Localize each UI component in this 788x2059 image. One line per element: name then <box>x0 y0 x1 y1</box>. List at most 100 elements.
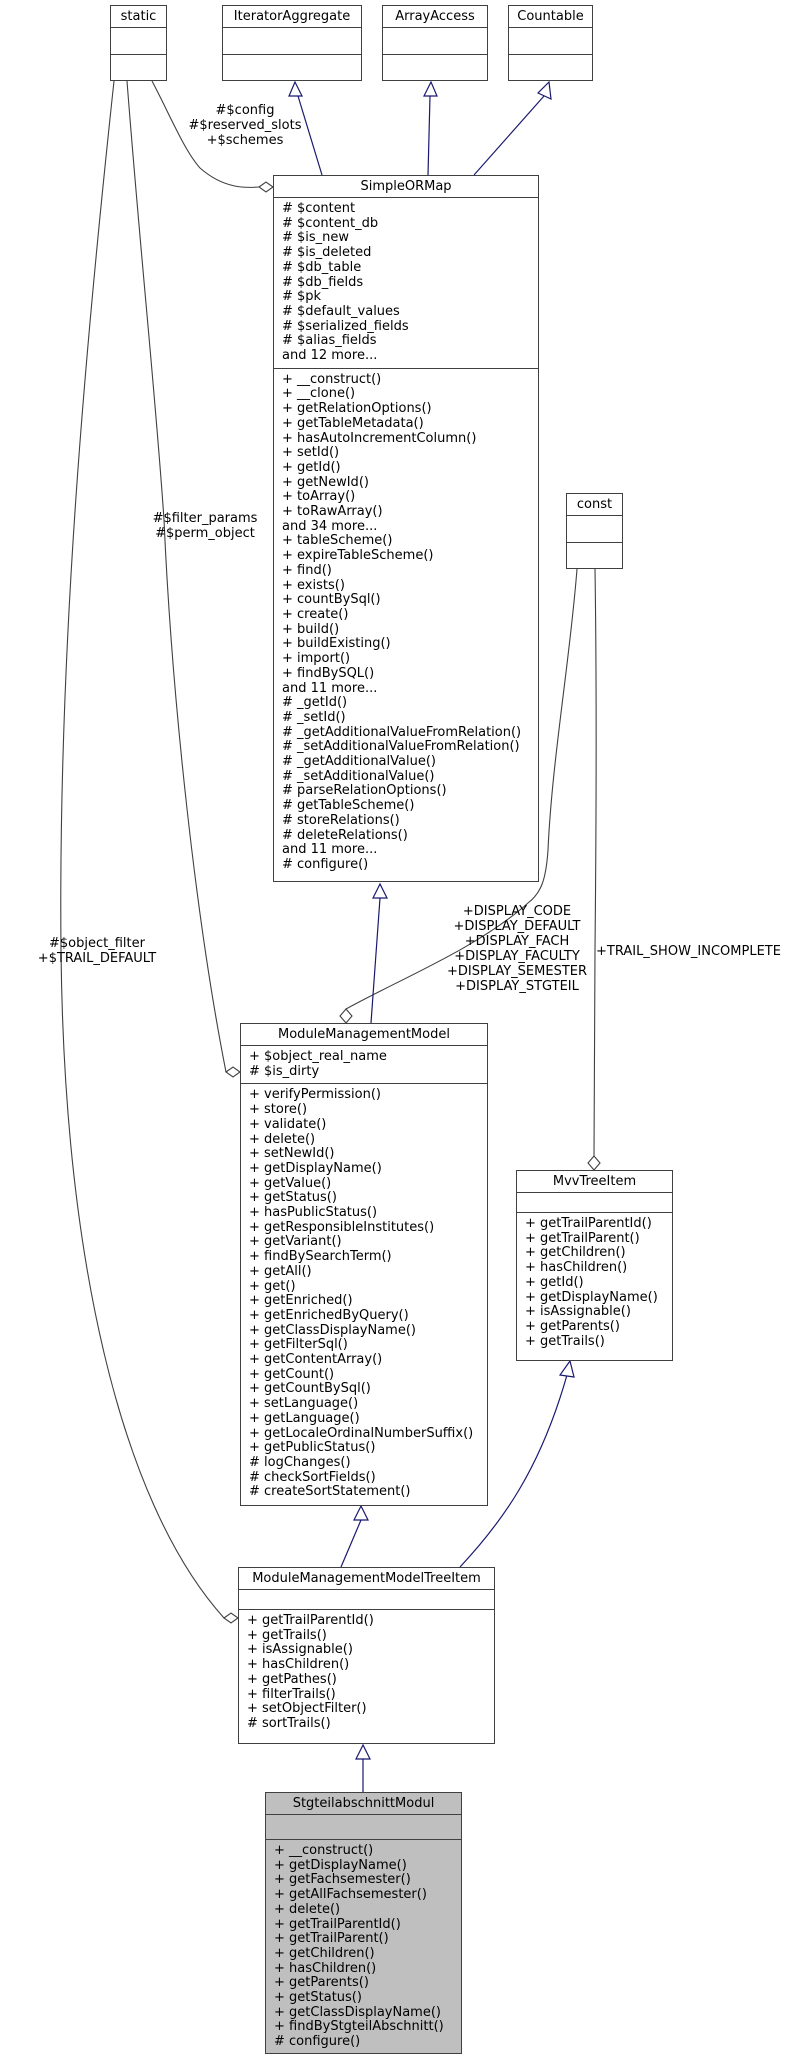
method-row: # parseRelationOptions() <box>282 783 447 799</box>
method-row: + getClassDisplayName() <box>274 2004 441 2020</box>
method-row: # _setAdditionalValueFromRelation() <box>282 739 520 755</box>
methods-compartment: + getTrailParentId()+ getTrailParent()+ … <box>517 1213 672 1360</box>
method-row: and 11 more... <box>282 842 378 858</box>
methods-compartment: + __construct()+ getDisplayName()+ getFa… <box>266 1840 461 2053</box>
edge-label-line: #$config <box>215 103 275 118</box>
attributes-compartment <box>509 28 592 55</box>
method-row: + getEnrichedByQuery() <box>249 1307 409 1323</box>
edge-aggregation-static-mmm <box>126 80 227 1073</box>
edge-label-line: #$reserved_slots <box>188 118 302 133</box>
method-row: + getStatus() <box>249 1190 337 1206</box>
arrow-mvvtreeitem <box>558 1359 575 1378</box>
method-row: + getVariant() <box>249 1234 342 1250</box>
method-row: + import() <box>282 651 351 667</box>
class-node-modulemanagementmodel[interactable]: ModuleManagementModel + $object_real_nam… <box>240 1023 488 1506</box>
class-title: ArrayAccess <box>383 6 487 28</box>
method-row: + getParents() <box>274 1975 369 1991</box>
attributes-compartment <box>517 1193 672 1213</box>
diamond-mmm-display-consts <box>339 1008 353 1024</box>
diamond-mmmti-object-filter <box>223 1612 239 1624</box>
method-row: + setLanguage() <box>249 1396 359 1412</box>
method-row: + buildExisting() <box>282 636 391 652</box>
methods-compartment: + verifyPermission()+ store()+ validate(… <box>241 1084 487 1505</box>
class-node-countable[interactable]: Countable <box>508 5 593 81</box>
method-row: + hasChildren() <box>247 1657 350 1673</box>
method-row: # _setAdditionalValue() <box>282 768 435 784</box>
method-row: + setObjectFilter() <box>247 1701 367 1717</box>
method-row: + getLanguage() <box>249 1410 360 1426</box>
method-row: + countBySql() <box>282 592 381 608</box>
diamond-simpleormap-config <box>258 181 274 193</box>
attributes-compartment <box>223 28 361 55</box>
class-node-stgteilabschnittmodul[interactable]: StgteilabschnittModul + __construct()+ g… <box>265 1792 462 2054</box>
method-row: + build() <box>282 621 340 637</box>
method-row: + getResponsibleInstitutes() <box>249 1219 435 1235</box>
class-node-arrayaccess[interactable]: ArrayAccess <box>382 5 488 81</box>
edge-label-line: +DISPLAY_FACH <box>464 934 570 949</box>
method-row: # sortTrails() <box>247 1715 331 1731</box>
class-node-static[interactable]: static <box>110 5 167 81</box>
method-row: + getCount() <box>249 1366 335 1382</box>
method-row: + getClassDisplayName() <box>249 1322 416 1338</box>
edge-label-line: +DISPLAY_DEFAULT <box>453 919 581 934</box>
method-row: + getTrails() <box>525 1333 605 1349</box>
edge-aggregation-const-mmm <box>345 568 578 1010</box>
method-row: + hasPublicStatus() <box>249 1205 378 1221</box>
edge-label-line: +TRAIL_SHOW_INCOMPLETE <box>596 944 781 959</box>
method-row: + getTrailParentId() <box>274 1916 401 1932</box>
attribute-row: # $alias_fields <box>282 333 377 349</box>
attributes-compartment: + $object_real_name# $is_dirty <box>241 1046 487 1085</box>
method-row: + exists() <box>282 577 345 593</box>
method-row: + getDisplayName() <box>525 1289 658 1305</box>
methods-compartment <box>223 55 361 81</box>
class-node-simpleormap[interactable]: SimpleORMap # $content# $content_db# $is… <box>273 175 539 882</box>
method-row: + toArray() <box>282 489 356 505</box>
edge-inherit-mmm-simpleormap <box>370 897 381 1024</box>
class-title: ModuleManagementModel <box>241 1024 487 1046</box>
method-row: + getId() <box>525 1274 584 1290</box>
method-row: + getPathes() <box>247 1671 337 1687</box>
attributes-compartment <box>383 28 487 55</box>
method-row: + getPublicStatus() <box>249 1440 376 1456</box>
class-title: ModuleManagementModelTreeItem <box>239 1568 494 1590</box>
method-row: + create() <box>282 606 349 622</box>
method-row: + delete() <box>274 1901 341 1917</box>
arrow-mmm <box>353 1504 369 1521</box>
method-row: # _getId() <box>282 695 348 711</box>
arrow-countable <box>536 80 552 100</box>
method-row: + getLocaleOrdinalNumberSuffix() <box>249 1425 474 1441</box>
methods-compartment <box>383 55 487 81</box>
class-node-modulemanagementmodeltreeitem[interactable]: ModuleManagementModelTreeItem + getTrail… <box>238 1567 495 1744</box>
method-row: + getDisplayName() <box>249 1160 382 1176</box>
attribute-row: # $is_new <box>282 230 350 246</box>
class-node-iteratoraggregate[interactable]: IteratorAggregate <box>222 5 362 81</box>
method-row: + __construct() <box>282 371 382 387</box>
method-row: + getCountBySql() <box>249 1381 371 1397</box>
attribute-row: and 12 more... <box>282 348 378 364</box>
method-row: + find() <box>282 562 332 578</box>
attribute-row: # $pk <box>282 289 322 305</box>
method-row: + getNewId() <box>282 474 369 490</box>
attributes-compartment: # $content# $content_db# $is_new# $is_de… <box>274 198 538 369</box>
method-row: + getChildren() <box>525 1245 626 1261</box>
arrow-simpleormap <box>372 882 388 899</box>
diamond-mmm-filter-params <box>225 1066 241 1078</box>
method-row: # deleteRelations() <box>282 827 408 843</box>
method-row: + getTrails() <box>247 1627 327 1643</box>
class-node-const[interactable]: const <box>566 493 623 569</box>
method-row: # getTableScheme() <box>282 798 415 814</box>
edge-aggregation-static-mmmti <box>60 80 225 1619</box>
attributes-compartment <box>239 1590 494 1610</box>
method-row: + getChildren() <box>274 1945 375 1961</box>
methods-compartment <box>567 543 622 569</box>
methods-compartment <box>111 55 166 81</box>
method-row: + isAssignable() <box>247 1642 353 1658</box>
method-row: + tableScheme() <box>282 533 393 549</box>
method-row: + __clone() <box>282 386 356 402</box>
method-row: + toRawArray() <box>282 504 383 520</box>
method-row: + delete() <box>249 1131 316 1147</box>
class-node-mvvtreeitem[interactable]: MvvTreeItem + getTrailParentId()+ getTra… <box>516 1170 673 1361</box>
attributes-compartment <box>266 1815 461 1840</box>
method-row: + getEnriched() <box>249 1293 353 1309</box>
arrow-mmmti <box>355 1743 371 1760</box>
